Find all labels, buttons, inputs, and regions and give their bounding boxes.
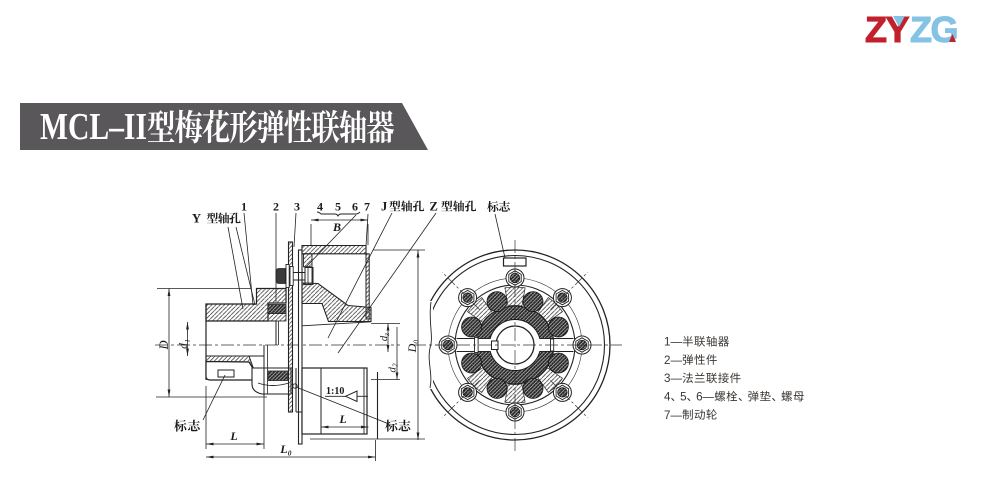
svg-text:L₀: L₀ [279,442,292,456]
svg-text:3: 3 [294,200,300,214]
svg-text:D: D [157,340,171,350]
svg-text:L: L [229,429,237,443]
svg-text:J: J [381,200,387,214]
svg-text:5: 5 [335,200,341,214]
svg-text:d₁: d₁ [178,339,190,349]
svg-text:7—: 7— [664,409,682,422]
svg-text:4: 4 [664,391,671,404]
svg-text:L: L [338,412,346,426]
svg-text:d2: d2 [387,363,400,373]
svg-text:2: 2 [273,200,279,214]
svg-text:1—: 1— [664,336,682,349]
svg-text:D₀: D₀ [405,340,419,354]
svg-text:Z: Z [430,200,438,214]
svg-text:Y: Y [192,212,201,226]
svg-text:5: 5 [680,391,686,404]
svg-text:2—: 2— [664,354,682,367]
svg-text:1:10: 1:10 [326,386,344,397]
svg-text:1: 1 [241,200,247,214]
svg-text:7: 7 [364,200,370,214]
svg-text:6—: 6— [696,391,714,404]
svg-text:MCL–II: MCL–II [40,107,147,148]
svg-text:6: 6 [352,200,358,214]
svg-text:3—: 3— [664,372,682,385]
svg-text:dz: dz [378,333,391,342]
svg-text:4: 4 [317,200,323,214]
svg-text:B: B [332,220,341,234]
